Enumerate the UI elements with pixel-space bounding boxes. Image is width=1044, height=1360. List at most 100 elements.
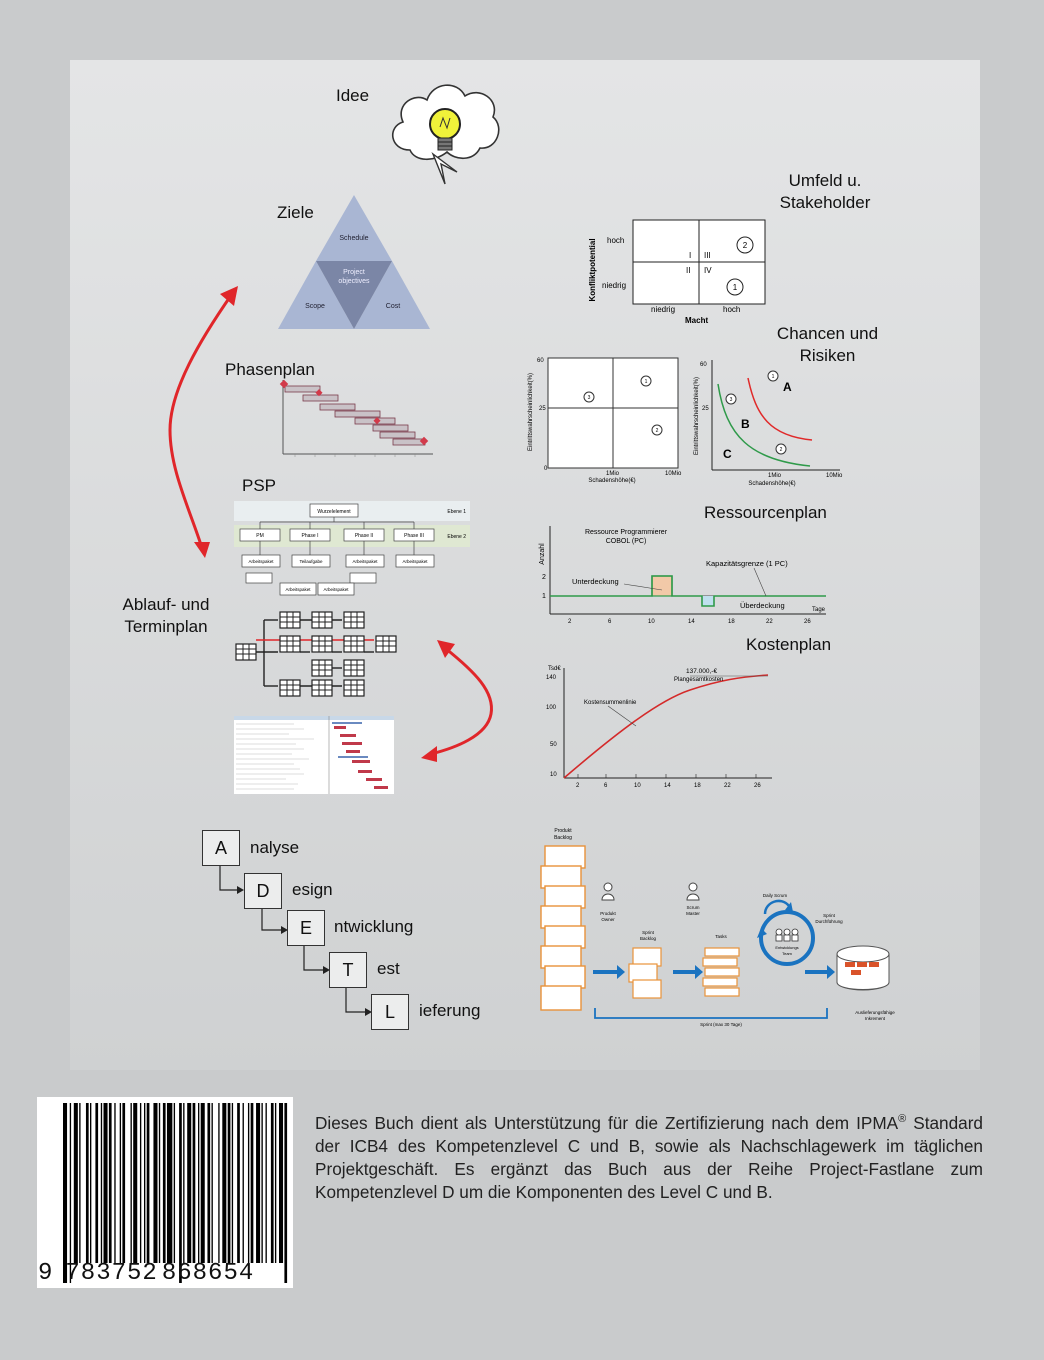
- isbn-first-digit: 9: [38, 1260, 54, 1287]
- label-ablauf-line1: Ablauf- und: [122, 595, 210, 614]
- barcode-bar: [119, 1103, 122, 1263]
- risk-curves-marker-1: 1: [772, 374, 775, 380]
- risk-curves-x-end: 10Mio: [826, 473, 843, 479]
- barcode-bar: [90, 1103, 92, 1263]
- resource-xtick-5: 18: [728, 619, 735, 625]
- resource-title-1: Ressource Programmierer: [585, 529, 668, 536]
- psp-package-3: Arbeitspaket: [352, 559, 378, 564]
- barcode-bar: [139, 1103, 142, 1263]
- cost-ytick-10: 10: [550, 772, 557, 778]
- stakeholder-q1: I: [689, 251, 691, 260]
- stakeholder-xlabel: Macht: [685, 316, 708, 325]
- barcode-bar: [173, 1103, 176, 1263]
- network-plan-diagram: [235, 611, 397, 697]
- barcode-bar: [144, 1103, 146, 1263]
- barcode-bar: [222, 1103, 227, 1263]
- triangle-label-scope: Scope: [305, 303, 325, 310]
- addie-connectors: [219, 866, 372, 1016]
- cost-xtick-3: 10: [634, 783, 641, 789]
- risk-matrix-y-zero: 0: [544, 466, 548, 472]
- barcode-bar: [242, 1103, 244, 1263]
- risk-curves-y-top: 60: [700, 362, 707, 368]
- cost-xtick-2: 6: [604, 783, 608, 789]
- triangle-label-cost: Cost: [386, 303, 400, 310]
- stakeholder-y-high: hoch: [607, 236, 624, 245]
- triangle-label-center-2: objectives: [338, 278, 370, 285]
- resource-ytick-2: 2: [542, 574, 546, 581]
- risk-zone-b: B: [741, 417, 750, 431]
- label-chancen-line2: Risiken: [799, 346, 856, 365]
- cost-budget-1: 137.000,-€: [686, 668, 717, 675]
- addie-box-a: A: [202, 830, 240, 866]
- isbn-group-2: 868654: [161, 1260, 255, 1287]
- addie-box-t: T: [329, 952, 367, 988]
- scrum-master-2: Master: [686, 911, 700, 916]
- scrum-tasks: Tasks: [715, 934, 727, 939]
- barcode-bar: [122, 1103, 126, 1263]
- stakeholder-x-high: hoch: [723, 305, 740, 314]
- stakeholder-q2: II: [686, 266, 690, 275]
- barcode-bar: [79, 1103, 81, 1263]
- blurb-registered-mark: ®: [898, 1113, 907, 1125]
- psp-node-phase1: Phase I: [302, 533, 319, 539]
- barcode-bar: [256, 1103, 261, 1263]
- risk-matrix-xlabel: Schadenshöhe(€): [588, 478, 635, 484]
- cost-xtick-6: 22: [724, 783, 731, 789]
- barcode-bar: [279, 1103, 284, 1263]
- triangle-label-schedule: Schedule: [339, 235, 368, 242]
- label-psp: PSP: [242, 476, 277, 495]
- stakeholder-q3: III: [704, 251, 711, 260]
- stakeholder-ylabel: Konfliktpotential: [588, 238, 597, 301]
- risk-matrix-marker-1: 1: [645, 379, 648, 385]
- barcode-bar: [231, 1103, 234, 1263]
- psp-package-4: Arbeitspaket: [402, 559, 428, 564]
- project-objectives-triangle: Schedule Project objectives Scope Cost: [278, 195, 430, 329]
- risk-curves-chart: Eintrittswahrscheinlichkeit(%) 60 25 1Mi…: [694, 360, 843, 487]
- barcode-bar: [100, 1103, 103, 1263]
- risk-matrix-marker-2: 2: [656, 428, 659, 434]
- scrum-daily: Daily Scrum: [763, 893, 788, 898]
- cover-illustration-panel: [70, 60, 980, 1070]
- resource-xtick-6: 22: [766, 619, 773, 625]
- resource-xtick-4: 14: [688, 619, 695, 625]
- risk-matrix-x-end: 10Mio: [665, 471, 682, 477]
- isbn-barcode: [37, 1097, 293, 1288]
- risk-matrix-ylabel: Eintrittswahrscheinlichkeit(%): [528, 373, 534, 451]
- barcode-bar: [265, 1103, 267, 1263]
- barcode-bar: [103, 1103, 108, 1263]
- stakeholder-marker-1: 1: [733, 283, 738, 292]
- barcode-bar: [198, 1103, 200, 1263]
- resource-ylabel: Anzahl: [539, 543, 546, 565]
- barcode-bar: [95, 1103, 99, 1263]
- scrum-product-backlog-2: Backlog: [554, 835, 572, 841]
- risk-curves-marker-2: 2: [780, 447, 783, 453]
- resource-histogram: Ressource Programmierer COBOL (PC) Anzah…: [539, 526, 826, 625]
- scrum-team-1: Entwicklungs: [775, 945, 798, 950]
- cost-ytick-140: 140: [546, 675, 557, 681]
- barcode-bar: [69, 1103, 72, 1283]
- barcode-bar: [130, 1103, 132, 1263]
- cost-xtick-5: 18: [694, 783, 701, 789]
- label-ziele: Ziele: [277, 203, 314, 222]
- blurb-part2: Standard der ICB4 des Kompetenzlevel C u…: [315, 1113, 983, 1202]
- back-cover-blurb: Dieses Buch dient als Unterstützung für …: [315, 1112, 983, 1204]
- barcode-bar: [63, 1103, 68, 1283]
- barcode-bar: [108, 1103, 112, 1263]
- label-phasenplan: Phasenplan: [225, 360, 315, 379]
- psp-bottom-2: Arbeitspaket: [323, 587, 349, 592]
- label-kostenplan: Kostenplan: [746, 635, 832, 654]
- scrum-sprint-backlog-2: Backlog: [640, 936, 657, 941]
- scrum-review-2: Durchführung: [815, 919, 843, 924]
- barcode-bar: [227, 1103, 231, 1263]
- resource-xtick-7: 26: [804, 619, 811, 625]
- scrum-product-owner-2: Owner: [601, 917, 615, 922]
- resource-over: Überdeckung: [740, 601, 785, 610]
- barcode-bar: [218, 1103, 220, 1263]
- label-ablauf-line2: Terminplan: [124, 617, 208, 636]
- barcode-bar: [192, 1103, 196, 1263]
- psp-structure-tree: Ebene 1 Ebene 2 Wurzelelement PM Phase I…: [234, 501, 470, 596]
- addie-word-lieferung: ieferung: [419, 1001, 481, 1020]
- risk-matrix-marker-3: 3: [588, 395, 591, 401]
- addie-box-l: L: [371, 994, 409, 1030]
- scrum-sprint: Sprint (max 30 Tage): [700, 1022, 742, 1027]
